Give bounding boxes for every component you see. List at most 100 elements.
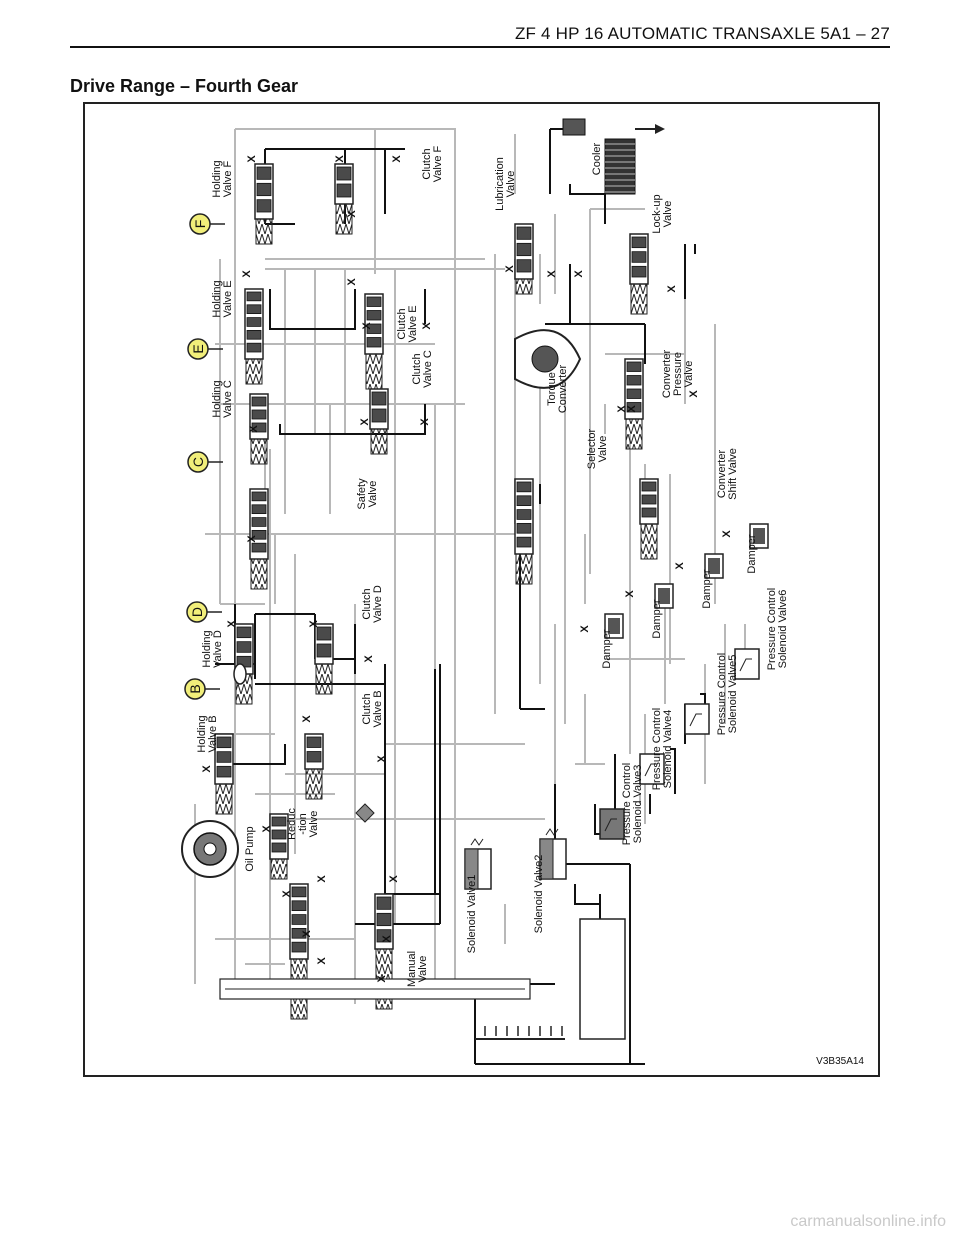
safety-valve-body-land-4 xyxy=(251,542,267,553)
lubrication-valve-body xyxy=(514,223,534,295)
pressure-regulator-body-land-1 xyxy=(376,912,392,927)
section-title: Drive Range – Fourth Gear xyxy=(70,76,299,96)
exhaust-mark-24: X xyxy=(381,935,393,943)
control-unit-box xyxy=(579,918,626,1040)
reduction-valve-body-land-2 xyxy=(271,842,287,853)
manual-valve-body-land-3 xyxy=(291,928,307,939)
label-lock-up-valve-line-0: Lock-up xyxy=(651,194,663,233)
label-manual-valve-line-1: Valve xyxy=(417,956,429,983)
circuit-marker-f: F xyxy=(192,220,208,229)
label-manual-valve-line-0: Manual xyxy=(406,951,418,987)
label-clutch-valve-d-line-0: Clutch xyxy=(361,588,373,619)
converter-shift-valve-body xyxy=(639,478,659,560)
label-oil-pump-line-0: Oil Pump xyxy=(244,826,256,871)
circuit-marker-c: C xyxy=(190,457,206,467)
exhaust-mark-13: X xyxy=(308,620,320,628)
valve-components xyxy=(181,118,769,1040)
safety-valve-body-spring xyxy=(250,558,268,590)
label-solenoid-1: Solenoid Valve1 xyxy=(466,875,478,954)
clutch-valve-d-body xyxy=(314,623,334,695)
label-clutch-valve-e: ClutchValve E xyxy=(396,305,419,342)
exhaust-mark-9: X xyxy=(359,418,371,426)
holding-valve-f-body-spring xyxy=(255,218,273,245)
label-lubrication-valve: LubricationValve xyxy=(494,157,517,211)
black-line-29 xyxy=(569,184,606,224)
holding-valve-f-body-land-1 xyxy=(256,182,272,197)
holding-valve-b-body-land-2 xyxy=(216,765,232,778)
holding-valve-d-body-land-0 xyxy=(236,626,252,639)
clutch-valve-c-body-land-0 xyxy=(371,391,387,406)
clutch-valve-f-body xyxy=(334,163,354,235)
label-damper-1-line-0: Damper xyxy=(601,629,613,668)
converter-pressure-valve-body-land-3 xyxy=(626,402,642,413)
clutch-valve-e-body-land-1 xyxy=(366,310,382,321)
solenoid-2-coil xyxy=(539,838,554,880)
label-holding-valve-c-line-1: Valve C xyxy=(222,380,234,418)
grey-line-0 xyxy=(235,128,456,984)
exhaust-mark-30: X xyxy=(616,405,628,413)
selector-valve-body-land-3 xyxy=(516,522,532,534)
label-clutch-valve-d-line-1: Valve D xyxy=(372,585,384,623)
label-safety-valve-line-0: Safety xyxy=(356,478,368,510)
label-pc-solenoid-4-line-0: Pressure Control xyxy=(651,708,663,791)
label-clutch-valve-b: ClutchValve B xyxy=(361,690,384,727)
exhaust-mark-0: X xyxy=(246,155,258,163)
damper-2-piston xyxy=(658,588,670,604)
exhaust-mark-25: X xyxy=(376,975,388,983)
black-line-45 xyxy=(670,748,676,794)
label-selector-valve-line-1: Valve xyxy=(597,436,609,463)
label-lubrication-valve-line-1: Valve xyxy=(505,171,517,198)
lubrication-valve-body-land-0 xyxy=(516,226,532,240)
selector-valve-body-land-1 xyxy=(516,495,532,506)
label-oil-pump: Oil Pump xyxy=(244,826,256,871)
exhaust-mark-31: X xyxy=(626,405,638,413)
black-line-6 xyxy=(269,289,356,330)
label-converter-pressure-valve-line-0: Converter xyxy=(661,350,673,399)
pc-solenoid-5-body xyxy=(684,703,710,735)
label-clutch-valve-b-line-0: Clutch xyxy=(361,693,373,724)
exhaust-mark-18: X xyxy=(261,825,273,833)
exhaust-mark-16: X xyxy=(301,715,313,723)
clutch-valve-f-body-land-0 xyxy=(336,166,352,181)
converter-shift-valve-body-spring xyxy=(640,523,658,560)
label-clutch-valve-b-line-1: Valve B xyxy=(372,690,384,727)
reduction-valve-body-spring xyxy=(270,858,288,880)
label-torque-converter-line-1: Converter xyxy=(557,365,569,414)
lubrication-valve-body-land-1 xyxy=(516,242,532,257)
circuit-marker-b: B xyxy=(187,684,203,693)
label-holding-valve-d-line-1: Valve D xyxy=(212,630,224,668)
label-safety-valve-line-1: Valve xyxy=(367,481,379,508)
label-clutch-valve-e-line-1: Valve E xyxy=(407,305,419,342)
label-holding-valve-e: HoldingValve E xyxy=(211,280,234,317)
label-holding-valve-f: HoldingValve F xyxy=(211,160,234,197)
holding-valve-c-body-land-1 xyxy=(251,409,267,420)
lock-up-valve-body-land-1 xyxy=(631,251,647,263)
converter-pressure-valve-body-spring xyxy=(625,418,643,450)
holding-valve-b-body-land-0 xyxy=(216,736,232,749)
converter-pressure-valve-body-land-2 xyxy=(626,388,642,399)
clutch-valve-d-body-land-0 xyxy=(316,626,332,641)
label-damper-4: Damper xyxy=(746,534,758,573)
holding-valve-e-body-land-1 xyxy=(246,304,262,315)
label-solenoid-2-line-0: Solenoid Valve2 xyxy=(533,855,545,934)
black-line-50 xyxy=(574,884,600,905)
exhaust-mark-33: X xyxy=(579,625,591,633)
holding-valve-e-body-land-4 xyxy=(246,342,262,353)
pc-solenoid-4-symbol xyxy=(644,763,657,777)
exhaust-mark-36: X xyxy=(721,530,733,538)
selector-valve-body-land-2 xyxy=(516,509,532,520)
circuit-marker-d: D xyxy=(189,607,205,617)
exhaust-mark-1: X xyxy=(334,155,346,163)
holding-valve-b-body-land-1 xyxy=(216,751,232,763)
safety-valve-body-land-2 xyxy=(251,517,267,527)
label-damper-2-line-0: Damper xyxy=(651,599,663,638)
label-reduction-valve: Reduc-tionValve xyxy=(286,808,320,840)
torque-converter-core xyxy=(531,345,559,373)
exhaust-mark-21: X xyxy=(388,875,400,883)
clutch-valve-b-body-spring xyxy=(305,768,323,800)
reduction-valve-body-land-1 xyxy=(271,829,287,840)
label-damper-1: Damper xyxy=(601,629,613,668)
label-holding-valve-b-line-1: Valve B xyxy=(207,715,219,752)
